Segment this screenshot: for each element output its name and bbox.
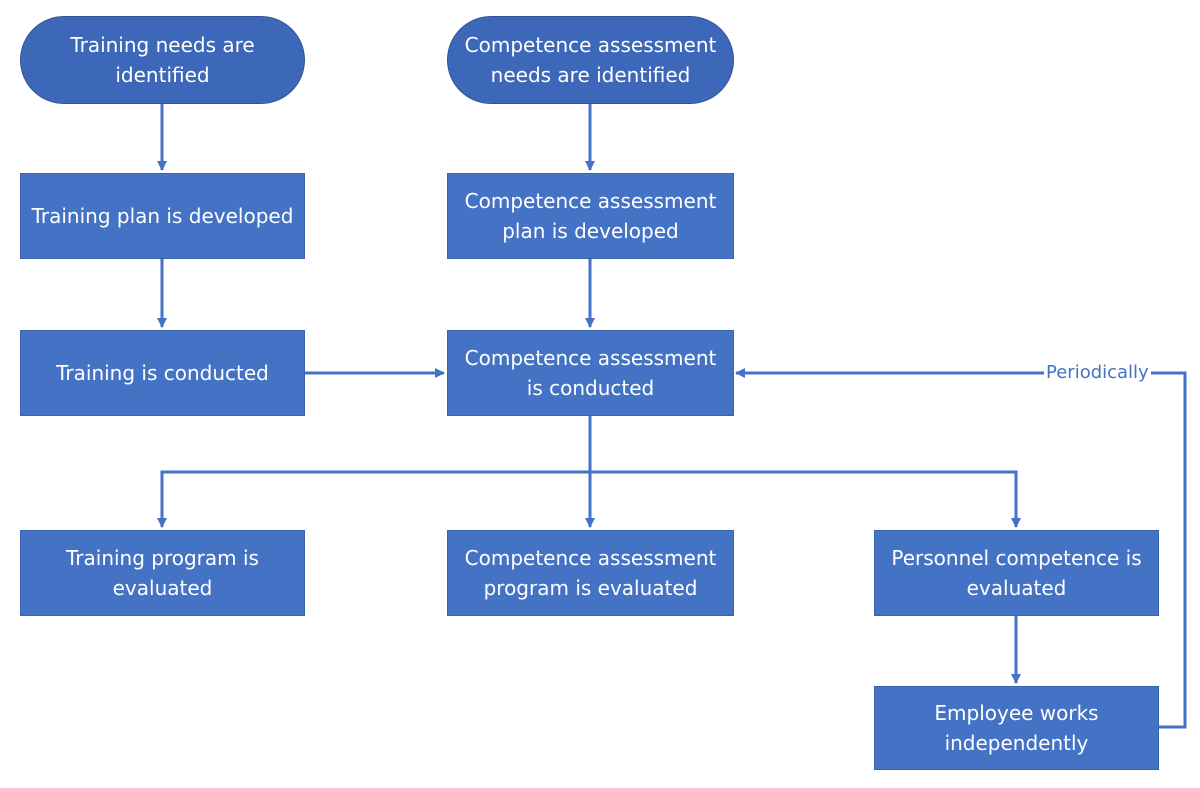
arrow-periodic-loop bbox=[735, 368, 1187, 729]
assessment-needs-node: Competence assessment needs are identifi… bbox=[447, 16, 734, 104]
employee-works-node: Employee works independently bbox=[874, 686, 1159, 770]
personnel-evaluated-label: Personnel competence is evaluated bbox=[891, 546, 1142, 600]
personnel-evaluated-node: Personnel competence is evaluated bbox=[874, 530, 1159, 616]
arrow-split-to-training-program bbox=[157, 470, 590, 528]
training-conducted-node: Training is conducted bbox=[20, 330, 305, 416]
arrow-split-to-personnel bbox=[590, 470, 1021, 528]
training-plan-node: Training plan is developed bbox=[20, 173, 305, 259]
training-needs-node: Training needs are identified bbox=[20, 16, 305, 104]
training-needs-label: Training needs are identified bbox=[70, 33, 255, 87]
employee-works-label: Employee works independently bbox=[934, 701, 1099, 755]
training-plan-label: Training plan is developed bbox=[31, 204, 294, 228]
assessment-plan-label: Competence assessment plan is developed bbox=[464, 189, 717, 243]
training-program-evaluated-label: Training program is evaluated bbox=[66, 546, 259, 600]
training-conducted-label: Training is conducted bbox=[56, 361, 269, 385]
assessment-program-evaluated-label: Competence assessment program is evaluat… bbox=[464, 546, 717, 600]
assessment-plan-node: Competence assessment plan is developed bbox=[447, 173, 734, 259]
training-program-evaluated-node: Training program is evaluated bbox=[20, 530, 305, 616]
assessment-needs-label: Competence assessment needs are identifi… bbox=[464, 33, 717, 87]
periodically-label: Periodically bbox=[1044, 362, 1151, 384]
assessment-conducted-node: Competence assessment is conducted bbox=[447, 330, 734, 416]
assessment-conducted-label: Competence assessment is conducted bbox=[464, 346, 717, 400]
assessment-program-evaluated-node: Competence assessment program is evaluat… bbox=[447, 530, 734, 616]
